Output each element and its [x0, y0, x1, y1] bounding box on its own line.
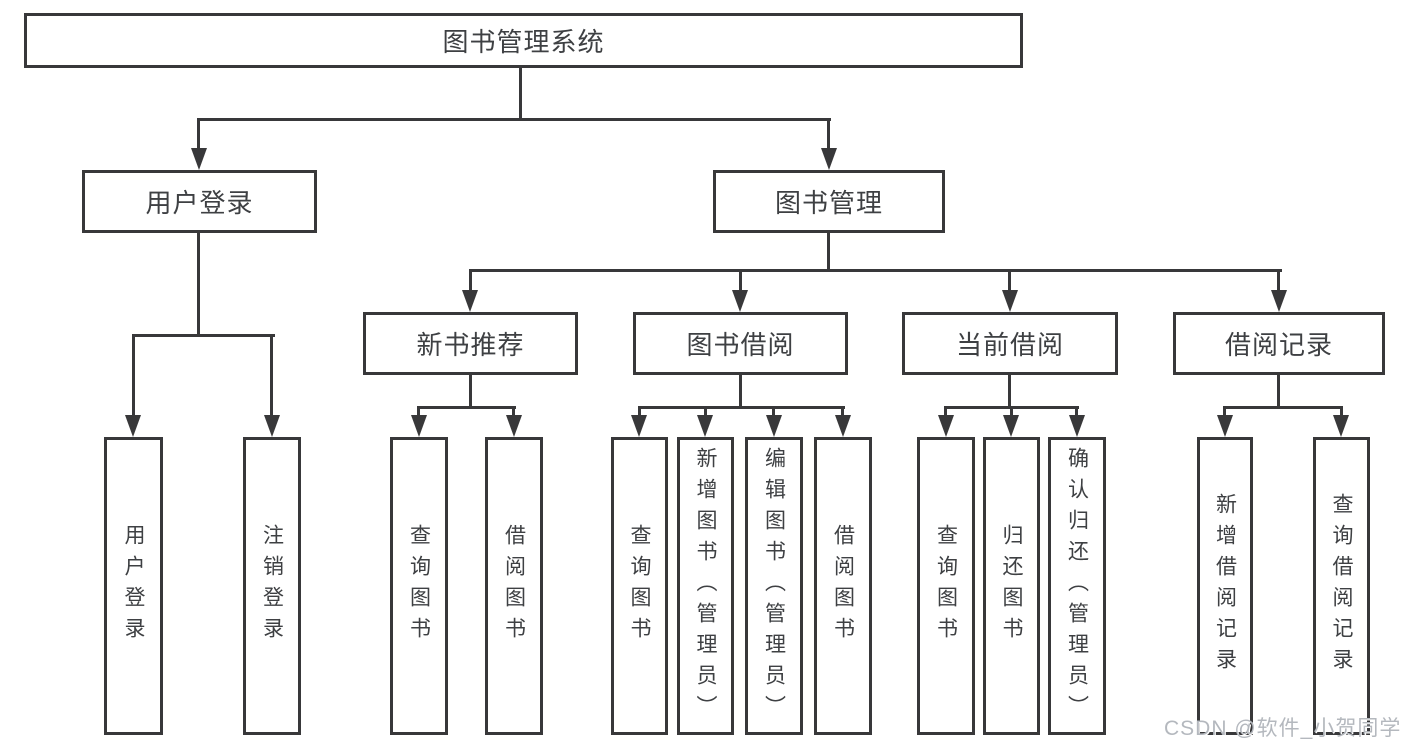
leaf-label: 查询图书: [407, 524, 431, 648]
connector-to-records: [1277, 269, 1280, 292]
arrowhead: [1271, 290, 1287, 312]
node-book-borrow-label: 图书借阅: [686, 330, 795, 360]
connector-borrow-stem: [739, 375, 742, 409]
connector-to-leaf: [638, 406, 641, 417]
leaf-label: 用户登录: [122, 524, 145, 648]
arrowhead: [125, 415, 141, 437]
connector-to-mgmt: [827, 118, 830, 150]
leaf-query-books-borrow: 查询图书: [611, 437, 668, 735]
leaf-label: 新增图书（管理员）: [694, 446, 717, 726]
leaf-label: 查询图书: [628, 524, 651, 648]
connector-to-login: [197, 118, 200, 150]
node-user-login: 用户登录: [82, 170, 317, 233]
node-new-book-recommend: 新书推荐: [363, 312, 578, 375]
connector-login-rail: [132, 334, 275, 337]
connector-to-leaf: [944, 406, 947, 417]
arrowhead: [732, 290, 748, 312]
leaf-query-books-current: 查询图书: [917, 437, 975, 735]
leaf-add-borrow-record: 新增借阅记录: [1197, 437, 1253, 735]
arrowhead: [1002, 290, 1018, 312]
csdn-watermark: CSDN @软件_小贺同学: [1164, 717, 1402, 740]
arrowhead: [821, 148, 837, 170]
node-book-borrow: 图书借阅: [633, 312, 848, 375]
connector-mgmt-rail: [469, 269, 1282, 272]
node-current-borrow: 当前借阅: [902, 312, 1118, 375]
leaf-label: 归还图书: [1000, 524, 1023, 648]
leaf-logout: 注销登录: [243, 437, 301, 735]
arrowhead: [1069, 415, 1085, 437]
node-root-label: 图书管理系统: [442, 27, 605, 57]
arrowhead: [697, 415, 713, 437]
connector-to-borrow: [739, 269, 742, 292]
connector-to-current: [1008, 269, 1011, 292]
leaf-label: 新增借阅记录: [1213, 493, 1237, 679]
connector-newbook-rail: [418, 406, 516, 409]
arrowhead: [411, 415, 427, 437]
connector-to-leaf: [704, 406, 707, 417]
connector-borrow-rail: [638, 406, 845, 409]
connector-root-rail: [197, 118, 831, 121]
arrowhead: [631, 415, 647, 437]
connector-to-leaf: [132, 334, 135, 417]
node-user-login-label: 用户登录: [145, 188, 254, 218]
node-book-management-label: 图书管理: [774, 188, 883, 218]
leaf-borrow-books: 借阅图书: [814, 437, 872, 735]
node-borrow-records-label: 借阅记录: [1224, 330, 1333, 360]
connector-to-leaf: [1010, 406, 1013, 417]
leaf-label: 借阅图书: [502, 524, 526, 648]
connector-records-rail: [1224, 406, 1343, 409]
connector-login-stem: [197, 233, 200, 336]
arrowhead: [1003, 415, 1019, 437]
node-new-book-recommend-label: 新书推荐: [416, 330, 525, 360]
arrowhead: [1217, 415, 1233, 437]
leaf-query-borrow-record: 查询借阅记录: [1313, 437, 1370, 735]
leaf-user-login: 用户登录: [104, 437, 163, 735]
connector-to-leaf: [841, 406, 844, 417]
leaf-label: 借阅图书: [831, 524, 855, 648]
connector-to-leaf: [772, 406, 775, 417]
connector-mgmt-stem: [827, 233, 830, 272]
connector-to-leaf: [1223, 406, 1226, 417]
arrowhead: [191, 148, 207, 170]
connector-to-newbook: [469, 269, 472, 292]
connector-root-stem: [519, 68, 522, 118]
arrowhead: [766, 415, 782, 437]
arrowhead: [1333, 415, 1349, 437]
node-root: 图书管理系统: [24, 13, 1023, 68]
connector-current-stem: [1008, 375, 1011, 409]
leaf-label: 查询图书: [934, 524, 958, 648]
leaf-add-books-admin: 新增图书（管理员）: [677, 437, 734, 735]
leaf-label: 确认归还（管理员）: [1065, 446, 1089, 726]
connector-records-stem: [1277, 375, 1280, 409]
arrowhead: [462, 290, 478, 312]
connector-to-leaf: [270, 334, 273, 417]
leaf-query-books-newbook: 查询图书: [390, 437, 448, 735]
leaf-borrow-books-newbook: 借阅图书: [485, 437, 543, 735]
leaf-label: 编辑图书（管理员）: [762, 446, 786, 726]
leaf-confirm-return-admin: 确认归还（管理员）: [1048, 437, 1106, 735]
node-book-management: 图书管理: [713, 170, 945, 233]
connector-to-leaf: [1340, 406, 1343, 417]
node-borrow-records: 借阅记录: [1173, 312, 1385, 375]
arrowhead: [938, 415, 954, 437]
arrowhead: [835, 415, 851, 437]
arrowhead: [506, 415, 522, 437]
leaf-label: 注销登录: [260, 524, 284, 648]
arrowhead: [264, 415, 280, 437]
node-current-borrow-label: 当前借阅: [955, 330, 1064, 360]
connector-to-leaf: [417, 406, 420, 417]
leaf-return-books: 归还图书: [983, 437, 1040, 735]
connector-newbook-stem: [469, 375, 472, 409]
leaf-edit-books-admin: 编辑图书（管理员）: [745, 437, 803, 735]
connector-to-leaf: [512, 406, 515, 417]
connector-to-leaf: [1075, 406, 1078, 417]
leaf-label: 查询借阅记录: [1330, 493, 1353, 679]
